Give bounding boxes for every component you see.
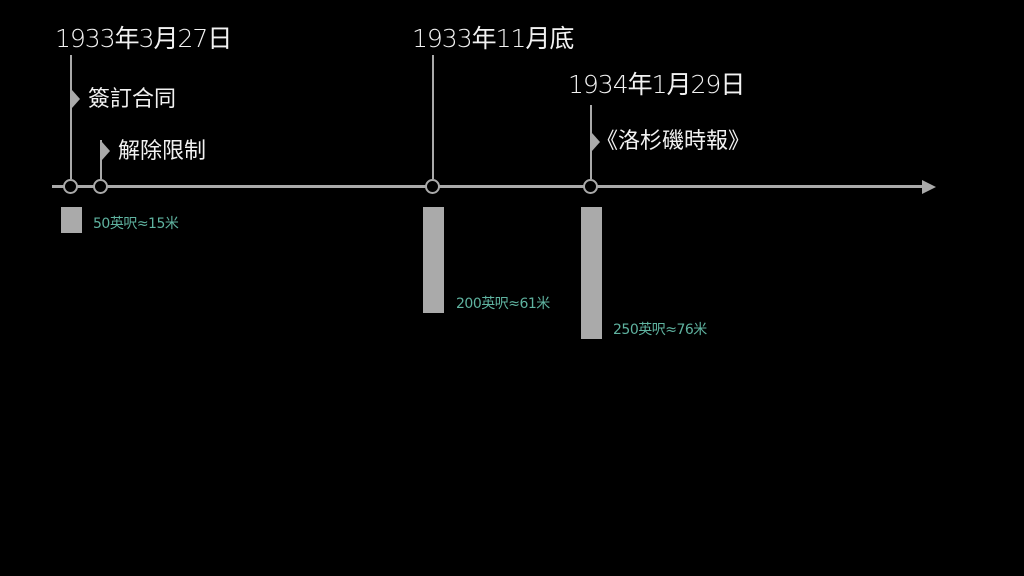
event-stem	[70, 55, 72, 179]
height-label: 250英呎≈76米	[613, 322, 707, 339]
timeline-axis	[52, 185, 924, 188]
event-date: 1933年11月底	[412, 24, 574, 53]
flag-icon	[72, 90, 80, 108]
flag-icon	[102, 142, 110, 160]
height-bar	[581, 207, 602, 340]
timeline-node	[93, 179, 108, 194]
flag-icon	[592, 133, 600, 151]
timeline-node	[583, 179, 598, 194]
event-date: 1934年1月29日	[568, 70, 745, 99]
height-bar	[61, 207, 82, 234]
arrow-head-icon	[922, 180, 936, 194]
timeline-node	[63, 179, 78, 194]
event-label: 解除限制	[118, 139, 207, 164]
event-stem	[432, 55, 434, 179]
event-date: 1933年3月27日	[55, 24, 232, 53]
height-label: 200英呎≈61米	[456, 296, 550, 313]
event-label: 簽訂合同	[88, 87, 177, 112]
event-stem	[590, 105, 592, 179]
event-label: 《洛杉磯時報》	[596, 129, 751, 154]
height-bar	[423, 207, 444, 314]
timeline-node	[425, 179, 440, 194]
event-stem	[100, 140, 102, 179]
height-label: 50英呎≈15米	[93, 216, 179, 233]
